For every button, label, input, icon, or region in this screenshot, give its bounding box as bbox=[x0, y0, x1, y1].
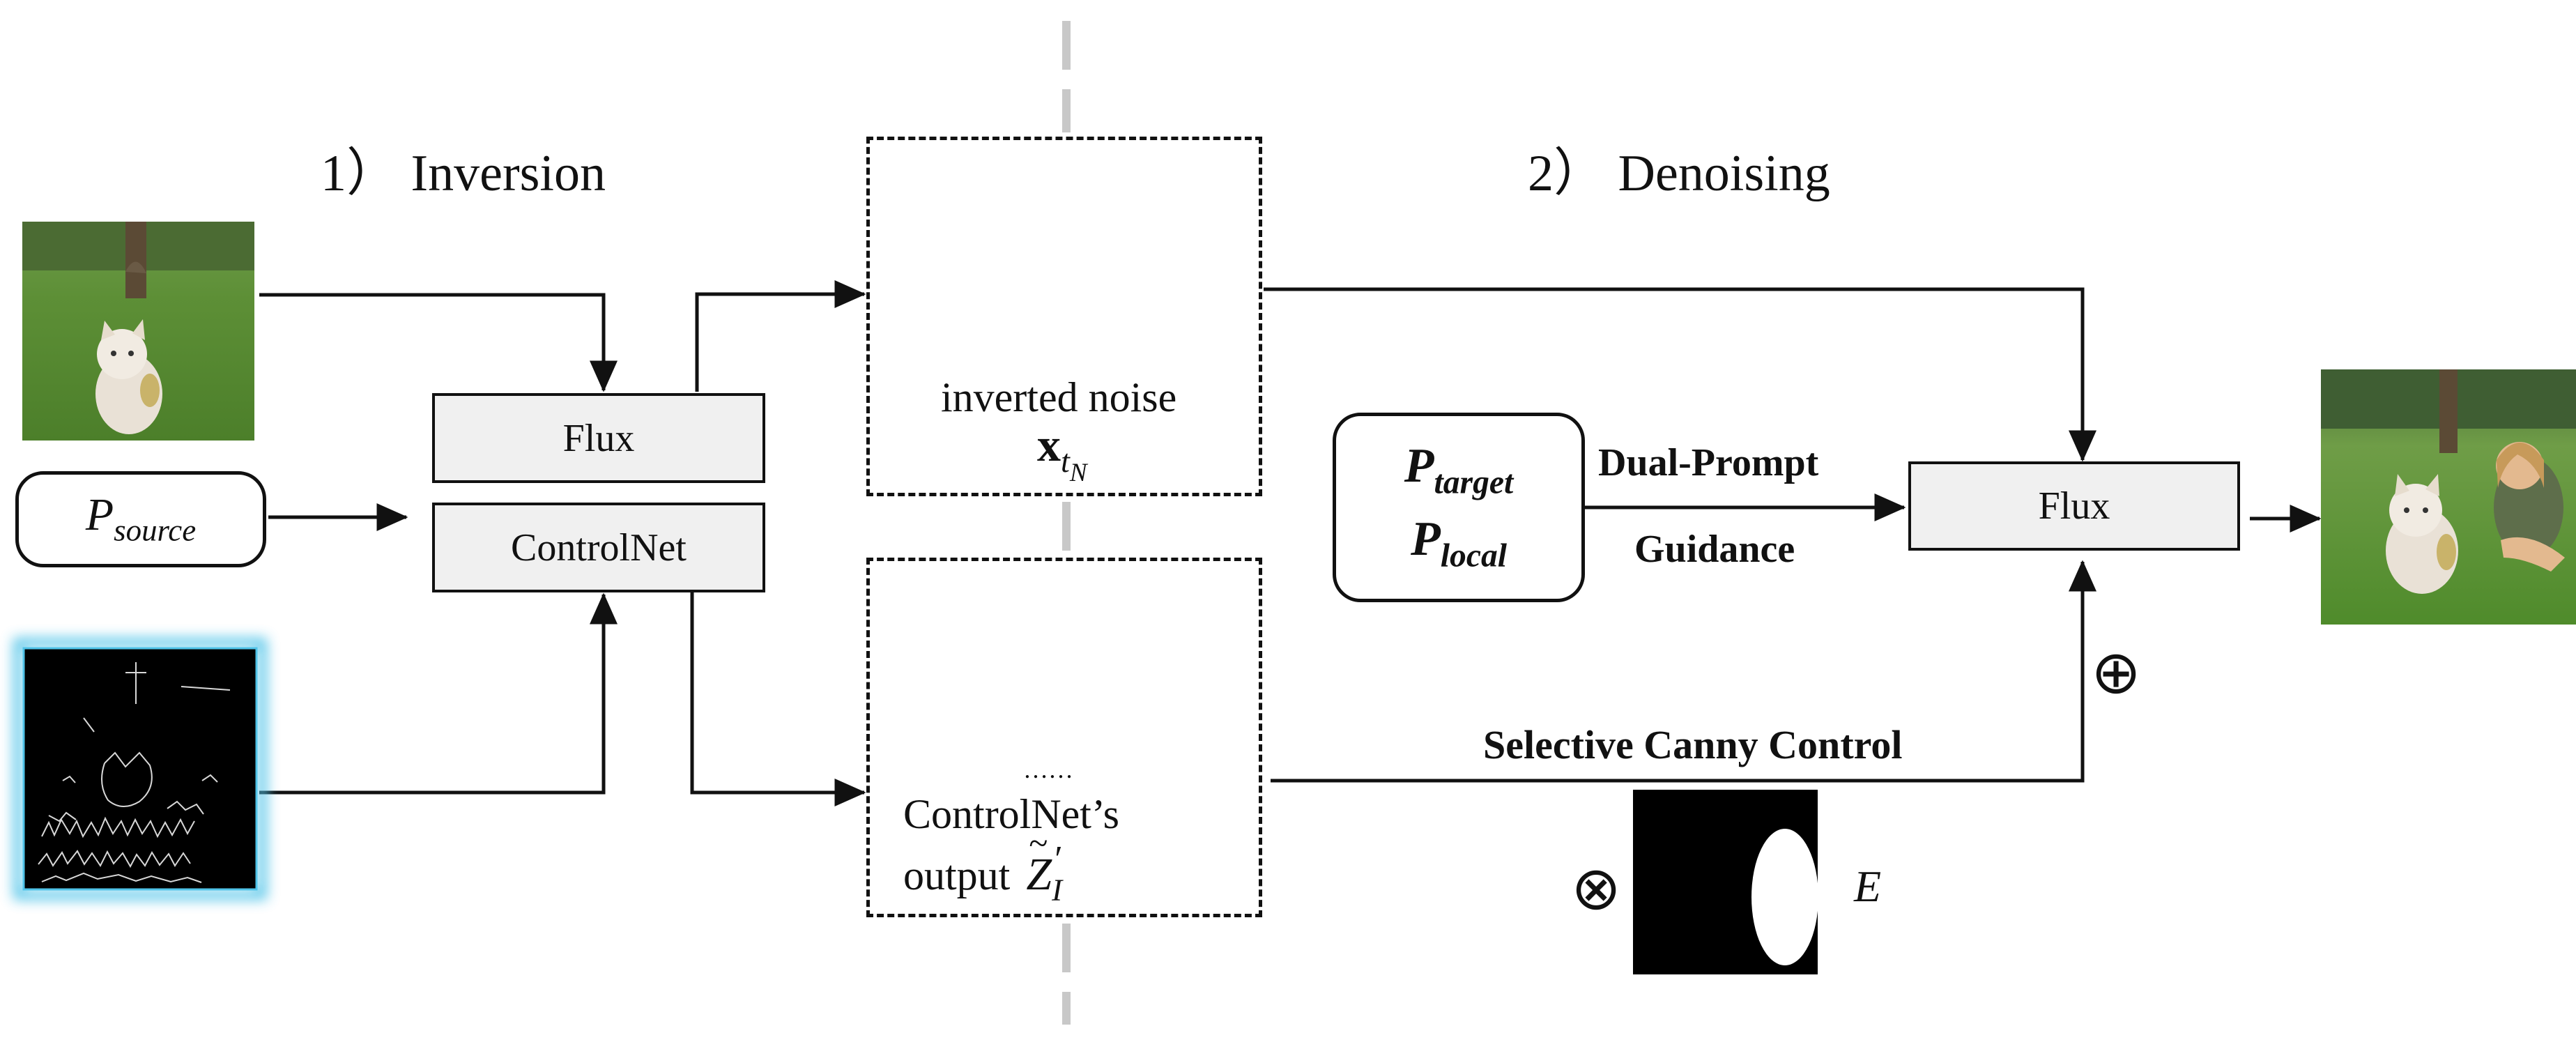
p-target-label: Ptarget bbox=[1404, 438, 1514, 501]
arrow-canny-to-controlnet bbox=[259, 592, 618, 795]
output-image-kitten-woman bbox=[2321, 369, 2576, 625]
edit-mask-symbol: E bbox=[1854, 862, 1882, 911]
xt-n-symbol: xtN bbox=[1037, 418, 1087, 488]
p-local-label: Plocal bbox=[1411, 512, 1507, 574]
edit-mask-image bbox=[1633, 790, 1818, 974]
controlnet-output-label-2: output ~ZI′ bbox=[903, 823, 1063, 908]
inverted-noise-label: inverted noise bbox=[941, 374, 1177, 420]
guidance-label: Guidance bbox=[1634, 528, 1795, 571]
denoising-title: 2） Denoising bbox=[1528, 145, 1830, 202]
arrow-flux-to-noise bbox=[695, 280, 866, 392]
p-target-local-box: Ptarget Plocal bbox=[1333, 413, 1585, 602]
arrow-noise-to-flux bbox=[1264, 287, 2096, 462]
ellipsis-label: …… bbox=[1023, 756, 1073, 783]
canny-edge-image bbox=[13, 638, 267, 900]
flux-right-block: Flux bbox=[1908, 461, 2240, 551]
selective-canny-label: Selective Canny Control bbox=[1483, 722, 1903, 767]
dual-prompt-label: Dual-Prompt bbox=[1598, 441, 1819, 484]
arrow-canny-control-to-flux bbox=[1271, 560, 2096, 783]
controlnet-output-label-1: ControlNet’s bbox=[903, 791, 1119, 837]
p-source-label: Psource bbox=[85, 489, 197, 548]
oplus-symbol: ⊕ bbox=[2091, 638, 2142, 707]
arrow-controlnet-to-output bbox=[690, 592, 866, 806]
controlnet-output-dashed-box bbox=[866, 558, 1262, 917]
p-source-box: Psource bbox=[15, 471, 266, 567]
inverted-noise-dashed-box bbox=[866, 137, 1262, 496]
inversion-title: 1） Inversion bbox=[321, 145, 606, 202]
otimes-symbol: ⊗ bbox=[1571, 854, 1622, 924]
controlnet-block: ControlNet bbox=[432, 503, 765, 592]
source-image-kitten bbox=[22, 222, 254, 441]
flux-left-block: Flux bbox=[432, 393, 765, 483]
arrow-source-image-to-flux bbox=[259, 293, 618, 392]
